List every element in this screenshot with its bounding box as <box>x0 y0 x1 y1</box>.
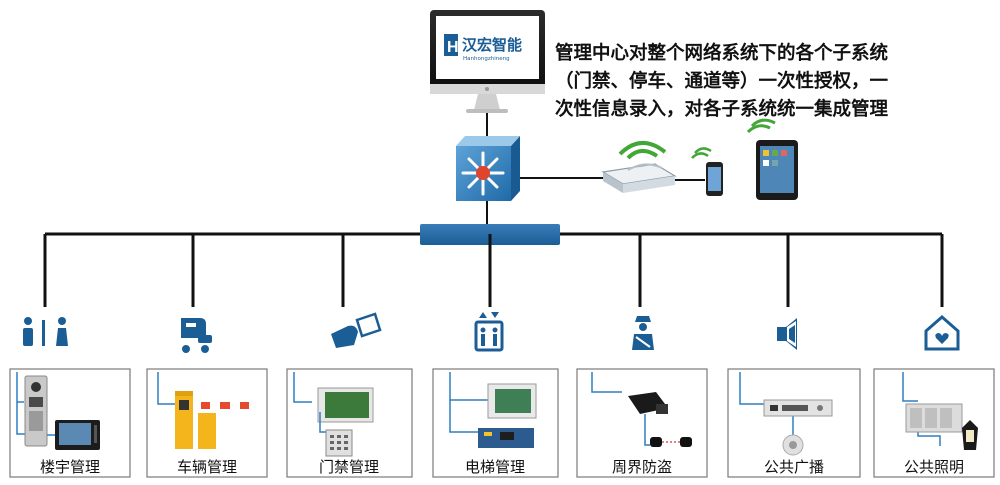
brand-pinyin: Hanhongzhineng <box>463 56 510 62</box>
label-vehicle-management: 车辆管理 <box>177 458 237 476</box>
perimeter-detector-device <box>591 372 692 447</box>
tablet-icon <box>746 118 798 200</box>
description-line-2: （门禁、停车、通道等）一次性授权，一 <box>555 71 889 92</box>
elevator-control-device <box>449 372 537 448</box>
elevator-icon <box>474 312 504 352</box>
parking-barrier-device <box>157 372 249 449</box>
brand-logo: H 汉宏智能 Hanhongzhineng <box>444 34 522 62</box>
svg-text:H: H <box>447 39 459 56</box>
description-line-3: 次性信息录入，对各子系统统一集成管理 <box>555 99 889 120</box>
access-control-device <box>293 372 374 457</box>
smartphone-icon <box>691 147 723 196</box>
switch-icon <box>456 136 520 201</box>
speaker-icon <box>777 318 797 350</box>
home-light-icon <box>924 315 960 351</box>
drop-lines <box>43 234 944 307</box>
security-guard-icon <box>632 316 654 350</box>
label-elevator-management: 电梯管理 <box>465 458 525 476</box>
broadcast-amplifier-device <box>739 372 833 456</box>
label-public-lighting: 公共照明 <box>904 458 964 476</box>
description-line-1: 管理中心对整个网络系统下的各个子系统 <box>555 43 889 64</box>
lighting-controller-device <box>902 372 978 450</box>
intercom-device <box>16 372 100 450</box>
label-perimeter-security: 周界防盗 <box>612 458 672 476</box>
card-swipe-icon <box>331 312 382 348</box>
people-icon <box>23 317 68 346</box>
label-public-broadcast: 公共广播 <box>764 458 824 476</box>
vehicle-icon <box>181 318 212 353</box>
wireless-router-icon <box>601 141 677 193</box>
label-building-management: 楼宇管理 <box>40 458 100 476</box>
brand-name: 汉宏智能 <box>462 36 522 54</box>
subsystem-boxes <box>9 368 995 478</box>
description-text: 管理中心对整个网络系统下的各个子系统 （门禁、停车、通道等）一次性授权，一 次性… <box>555 40 995 124</box>
label-access-control: 门禁管理 <box>319 458 379 476</box>
